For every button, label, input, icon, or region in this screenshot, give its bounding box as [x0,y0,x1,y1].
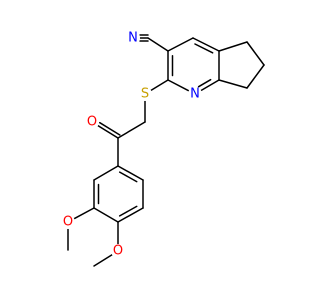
bond-c3-c4 [167,37,194,52]
atom-label-ring-n: N [190,87,200,102]
bond-c7-c7a [218,79,248,89]
bond-n1-c2 [167,79,190,92]
bond-ch2-co [117,121,146,139]
atom-sulfur: S [138,87,152,102]
atom-label-carbonyl-o: O [87,115,97,130]
bond-co-o [97,124,119,139]
atom-label-sulfur: S [141,87,149,102]
bond-b3-b4 [93,207,119,223]
bond-c6-c7 [246,64,265,89]
bond-c4-c4a-double [194,43,214,54]
atom-carbonyl-o: O [85,115,99,130]
atom-methoxy-o1: O [61,215,75,230]
molecule-structure: N N S O O O [61,31,265,267]
bond-c7a-n1-double [197,78,212,88]
bond-c2-s [150,79,169,92]
atom-ring-n: N [188,87,202,102]
atom-label-methoxy-o1: O [63,215,73,230]
atom-label-layer: N N S O O O [61,31,202,259]
bond-b4-b5-double [118,205,138,217]
bond-b3-o1 [73,207,95,220]
bond-c3-cn [147,37,169,52]
structure-canvas: N N S O O O [61,31,265,267]
atom-label-methoxy-o2: O [113,244,123,259]
bond-c4a-c5 [218,41,248,52]
bond-layer [67,34,265,267]
bond-o2-me2 [93,253,113,267]
atom-nitrile-n: N [126,31,140,46]
bond-c5-c6 [246,41,265,66]
bond-c7a-n1 [200,79,220,92]
bond-b4-b5 [117,207,144,223]
bond-c4-c4a [192,37,220,52]
bond-co-o-double [99,121,121,136]
bond-b6-b1-double [118,171,138,183]
atom-label-nitrile-n: N [128,31,138,46]
bond-b1-b2 [93,165,119,181]
atom-methoxy-o2: O [111,244,125,259]
bond-b6-b1 [117,165,144,181]
